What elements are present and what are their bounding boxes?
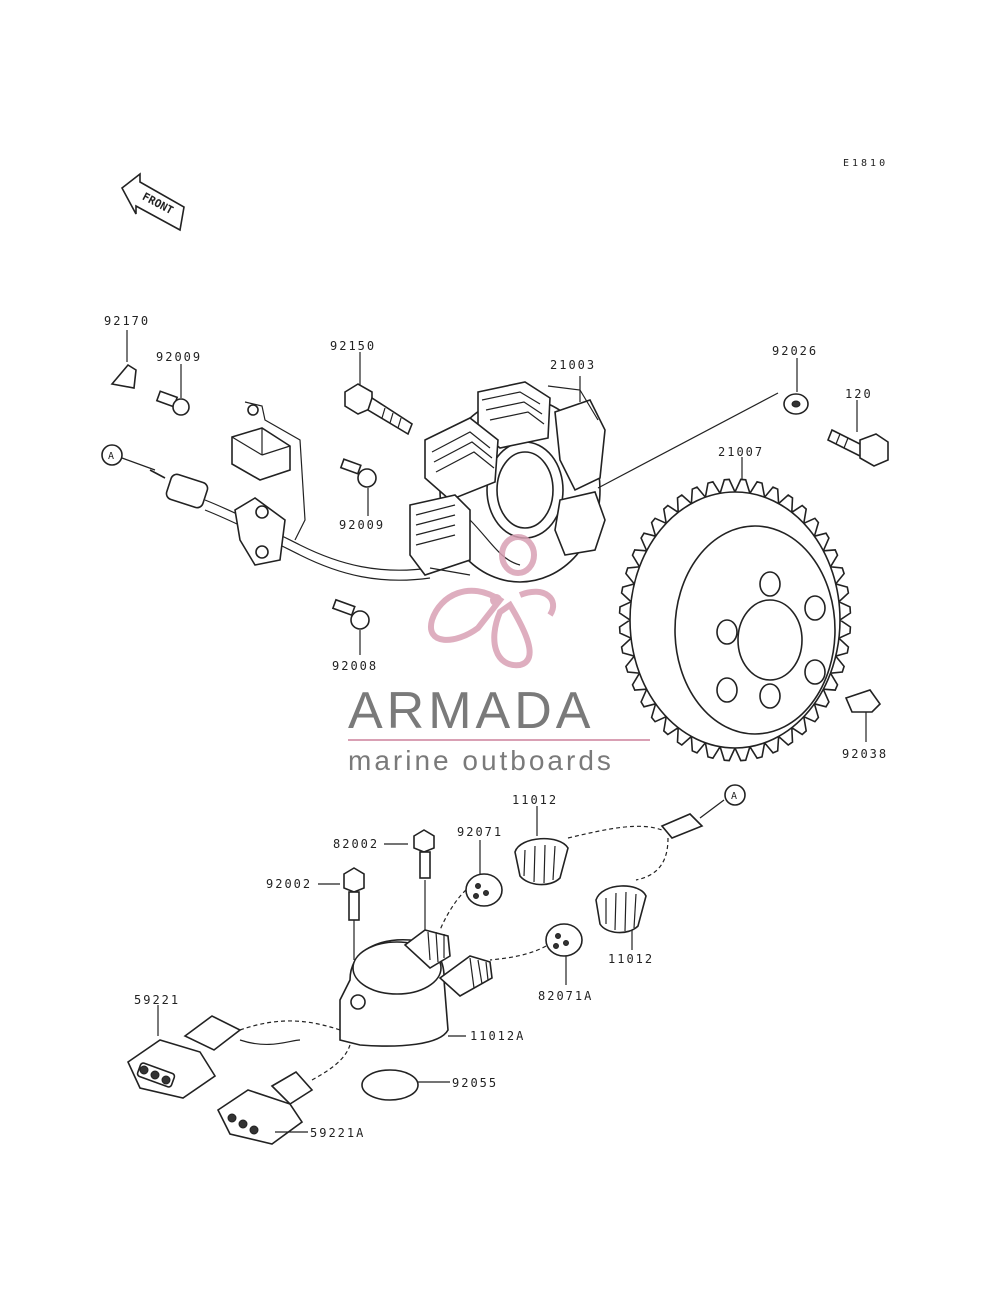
part-11012-cap-upper (514, 806, 569, 886)
label-92008: 92008 (332, 659, 378, 673)
part-59221-connector (126, 1005, 341, 1099)
diagram-code: E1810 (843, 158, 888, 169)
part-92009-screw-upper (155, 364, 190, 416)
part-92055-o-ring (361, 1069, 450, 1101)
part-21003-stator (409, 376, 779, 583)
watermark-logo-icon (427, 534, 557, 669)
part-59221a-connector (216, 1044, 351, 1145)
label-11012A: 11012A (470, 1029, 525, 1043)
regulator-unit (231, 401, 306, 541)
watermark-title: ARMADA (348, 682, 594, 740)
svg-text:A: A (731, 791, 740, 802)
connector-tube (567, 813, 704, 881)
part-82071a-plug (489, 923, 583, 985)
ref-marker-a-lower: A (699, 784, 746, 819)
part-92150-bolt (344, 352, 413, 436)
label-21003: 21003 (550, 358, 596, 372)
part-92170-clip (110, 330, 137, 389)
label-92071: 92071 (457, 825, 503, 839)
part-11012a-housing (339, 929, 493, 1047)
label-59221A: 59221A (310, 1126, 365, 1140)
label-92002: 92002 (266, 877, 312, 891)
label-92009-upper: 92009 (156, 350, 202, 364)
label-92026: 92026 (772, 344, 818, 358)
part-92026-washer (783, 358, 809, 415)
part-82002-bolt (384, 829, 435, 930)
label-92055: 92055 (452, 1076, 498, 1090)
watermark-subtitle: marine outboards (348, 745, 614, 776)
label-92150: 92150 (330, 339, 376, 353)
label-92009-middle: 92009 (339, 518, 385, 532)
part-92071-plug (439, 840, 503, 931)
label-82002: 82002 (333, 837, 379, 851)
label-59221: 59221 (134, 993, 180, 1007)
label-92038: 92038 (842, 747, 888, 761)
part-120-bolt (826, 400, 889, 467)
label-120: 120 (845, 387, 873, 401)
part-92008-screw (331, 598, 370, 655)
part-92009-screw-middle (339, 458, 377, 516)
svg-text:A: A (108, 451, 117, 462)
label-21007: 21007 (718, 445, 764, 459)
wire-harness-upper (149, 469, 431, 581)
front-arrow-icon: FRONT (120, 172, 185, 232)
label-11012-lower: 11012 (608, 952, 654, 966)
label-82071A: 82071A (538, 989, 593, 1003)
label-92170: 92170 (104, 314, 150, 328)
part-92038-key (844, 689, 882, 742)
part-21007-flywheel (618, 457, 852, 762)
ref-marker-a-upper: A (101, 444, 156, 471)
label-11012-upper: 11012 (512, 793, 558, 807)
part-11012-cap-lower (595, 885, 647, 950)
part-92002-bolt (318, 867, 365, 960)
